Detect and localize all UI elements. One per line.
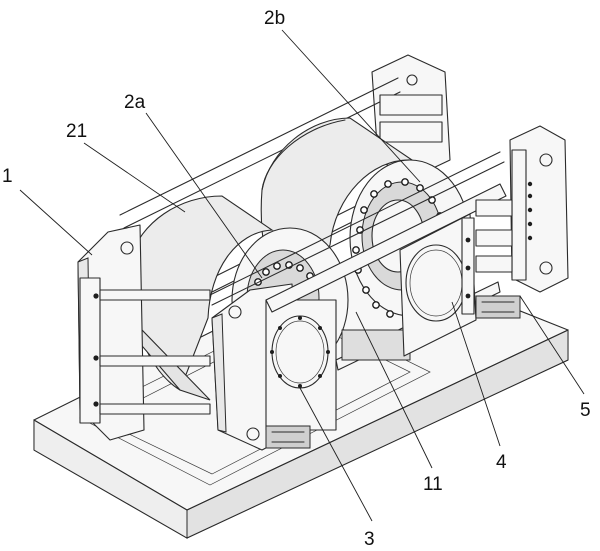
label-2a: 2a — [124, 92, 146, 113]
cover-plate-3-bolts — [270, 316, 330, 388]
frame-rails — [209, 151, 505, 306]
label-21: 21 — [66, 121, 87, 142]
label-5: 5 — [580, 400, 591, 421]
label-11: 11 — [423, 474, 443, 495]
label-2b: 2b — [264, 8, 285, 29]
left-end-frame — [77, 224, 211, 441]
right-gearbox — [399, 213, 477, 357]
label-4: 4 — [496, 452, 507, 473]
label-3: 3 — [364, 529, 375, 550]
right-end-frame — [475, 125, 569, 319]
cover-plate-4 — [405, 244, 467, 322]
middle-end-frame — [211, 283, 337, 451]
leader-lines — [19, 29, 585, 522]
label-1: 1 — [2, 166, 13, 187]
